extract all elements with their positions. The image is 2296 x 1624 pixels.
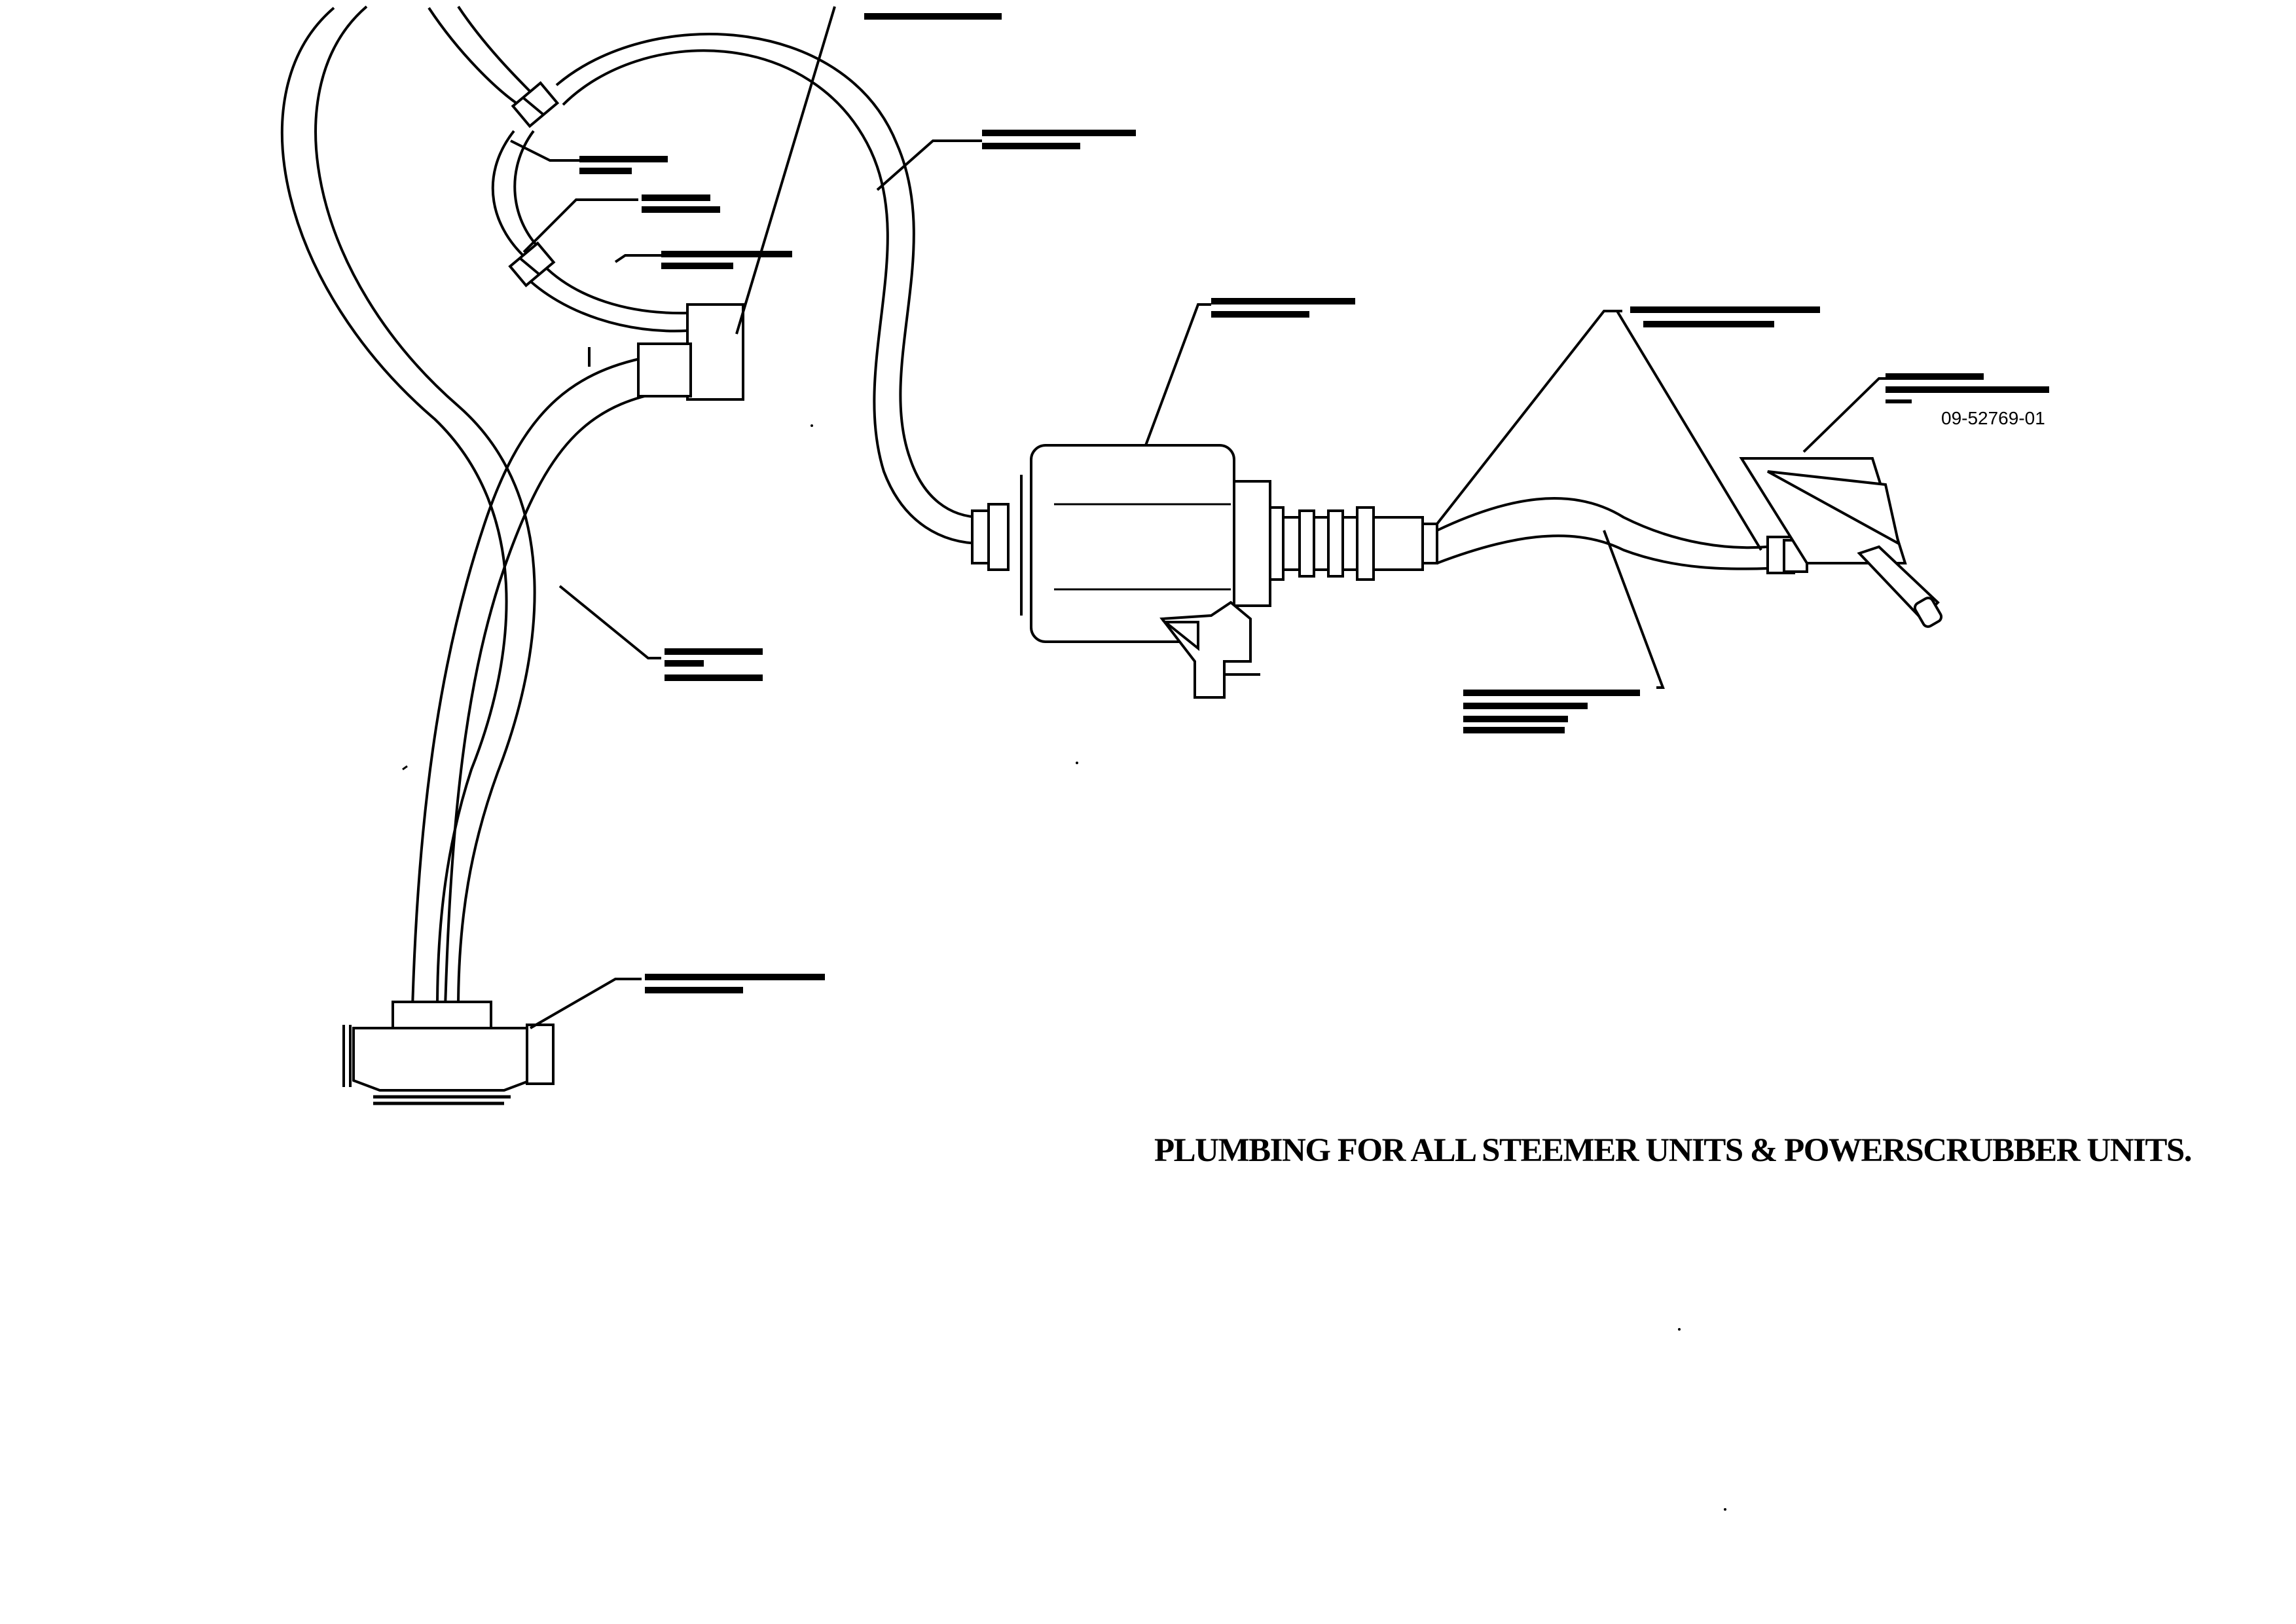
stray-marks [402,424,1726,1511]
check-valve-lower [508,241,556,287]
callout-label-top [864,13,1002,20]
callout-label-bottle-docking [645,974,825,993]
callout-label-tube-t-to-pump [982,130,1136,149]
tube-top-loop [428,5,983,545]
tube-check-valve [491,130,688,333]
callout-label-tube-check-valve-upper [579,156,668,174]
tube-shampoo [281,5,536,1009]
tube-left-loop [411,352,682,1009]
callout-label-tube-pump-to-nozzle [1463,690,1640,733]
check-valve-upper [511,81,560,128]
callout-label-pump [1211,298,1355,318]
callout-label-tube-shampoo [665,648,763,681]
tee-fitting [588,303,744,401]
tube-pump-to-nozzle [1436,497,1768,570]
callout-label-nozzle-quick-connect [1886,373,2049,403]
bottle-docking-assembly [342,1001,555,1105]
callout-label-tube-check-valve-lower [661,251,792,269]
drawing-caption: PLUMBING FOR ALL STEEMER UNITS & POWERSC… [1154,1132,2192,1169]
callout-label-check-valve [642,194,720,213]
pump [971,444,1438,699]
nozzle-part-number: 09-52769-01 [1941,408,2045,428]
callout-label-cable-tie [1630,306,1820,327]
leader-lines [510,6,1886,1029]
nozzle-quick-connect [1739,457,1943,628]
